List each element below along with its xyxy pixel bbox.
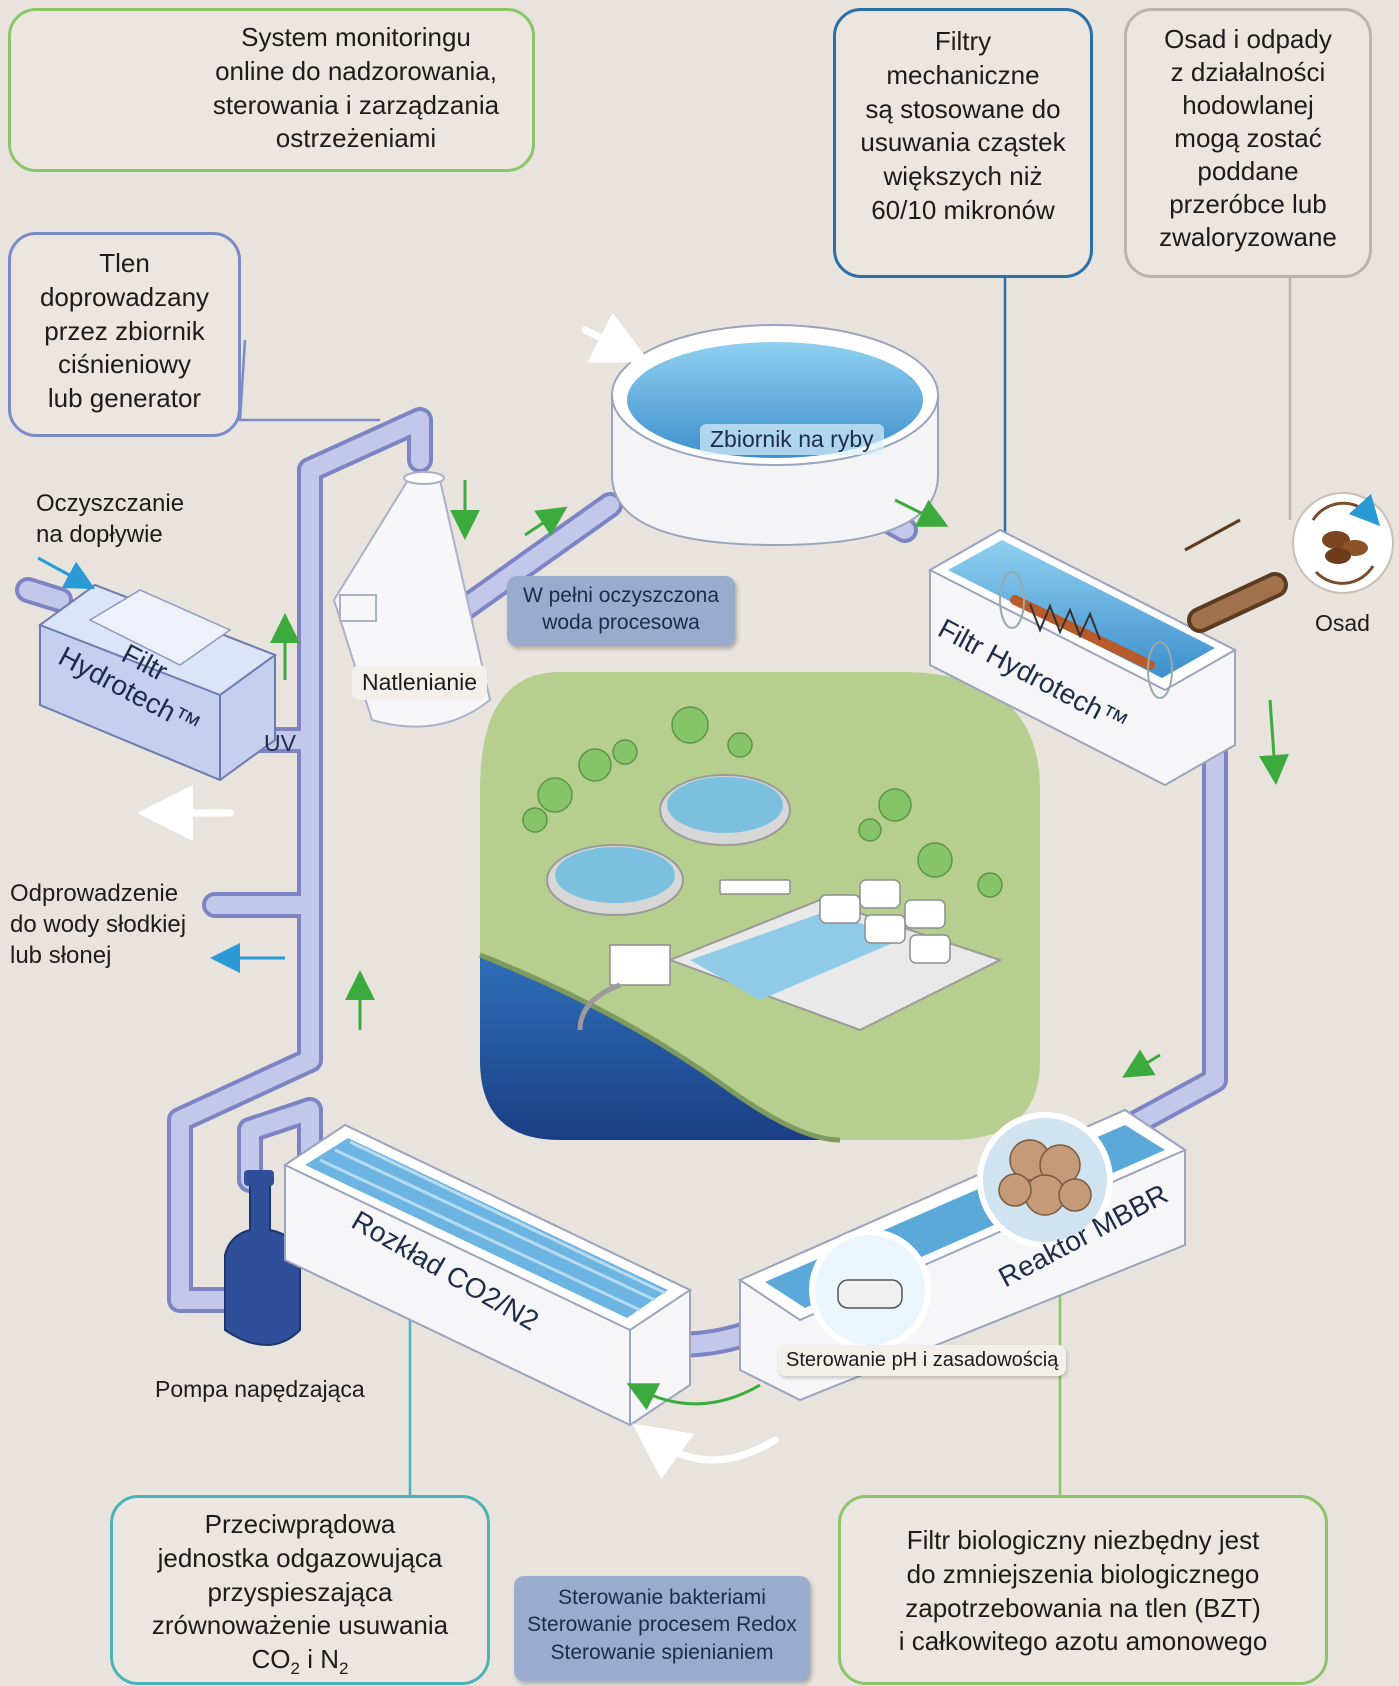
treated-water-tag: W pełni oczyszczona woda procesowa [507, 576, 735, 646]
plant-landscape-illustration [479, 672, 1040, 1143]
oxygenation-label: Natlenianie [352, 665, 488, 700]
mechanical-filters-text: Filtry mechaniczne są stosowane do usuwa… [860, 26, 1066, 225]
fish-tank-label: Zbiornik na ryby [700, 424, 884, 455]
sludge-callout: Osad i odpady z działalności hodowlanej … [1124, 8, 1372, 278]
discharge-label: Odprowadzenie do wody słodkiej lub słone… [10, 880, 187, 970]
sludge-text: Osad i odpady z działalności hodowlanej … [1159, 24, 1337, 253]
degassing-unit-illustration [282, 1123, 693, 1427]
uv-label: UV [264, 730, 296, 756]
oxygen-callout: Tlen doprowadzany przez zbiornik ciśnien… [8, 232, 241, 437]
biofilter-text: Filtr biologiczny niezbędny jest do zmni… [898, 1525, 1268, 1657]
inflow-treatment-label: Oczyszczanie na dopływie [36, 490, 185, 549]
mbbr-reactor-illustration [737, 1108, 1188, 1402]
degassing-text: Przeciwprądowa jednostka odgazowująca pr… [113, 1498, 487, 1680]
monitoring-text: System monitoringu online do nadzorowani… [212, 22, 500, 154]
monitoring-callout: System monitoringu online do nadzorowani… [8, 8, 535, 172]
degassing-formula: CO2 i N2 [251, 1644, 349, 1679]
flow-arrows [37, 480, 1289, 1411]
oxygen-text: Tlen doprowadzany przez zbiornik ciśnien… [39, 248, 210, 414]
pump-label: Pompa napędzająca [155, 1376, 365, 1402]
white-arrows [137, 312, 779, 1480]
hydrotech-filter-right-illustration [927, 528, 1238, 787]
sludge-outlet-illustration [1187, 492, 1394, 633]
ph-control-label: Sterowanie pH i zasadowością [778, 1345, 1067, 1376]
sludge-short-label: Osad [1315, 610, 1370, 636]
degassing-callout: Przeciwprądowa jednostka odgazowująca pr… [110, 1495, 490, 1685]
hydrotech-filter-left-illustration [37, 583, 278, 782]
mechanical-filters-callout: Filtry mechaniczne są stosowane do usuwa… [833, 8, 1093, 278]
bacteria-control-tag: Sterowanie bakteriami Sterowanie procese… [514, 1576, 810, 1681]
biofilter-callout: Filtr biologiczny niezbędny jest do zmni… [838, 1495, 1328, 1685]
